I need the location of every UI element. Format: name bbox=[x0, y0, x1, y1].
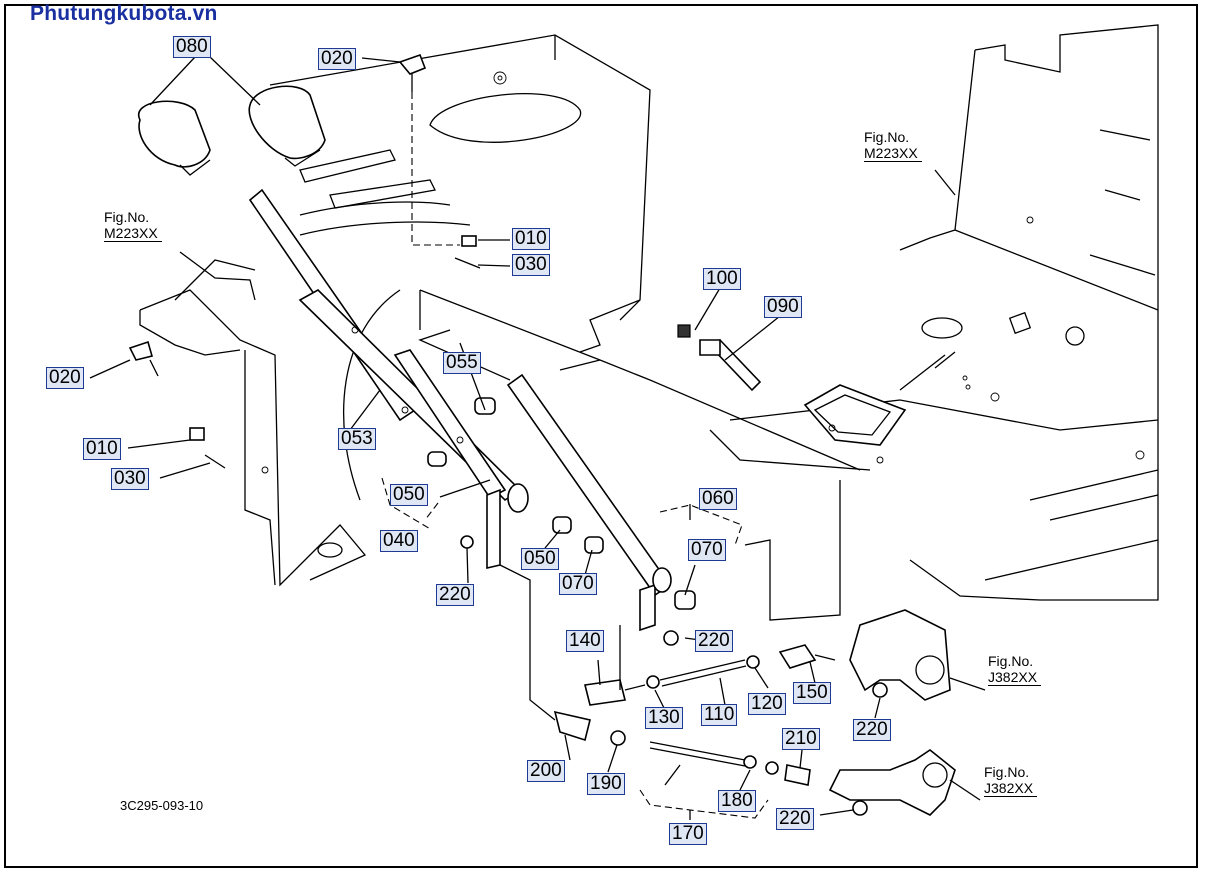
callout-060[interactable]: 060 bbox=[699, 488, 737, 510]
console-housing-drawing bbox=[139, 34, 861, 621]
callout-070[interactable]: 070 bbox=[559, 573, 597, 595]
site-watermark: Phutungkubota.vn bbox=[30, 2, 218, 25]
fig-ref-top-right[interactable]: Fig.No. M223XX bbox=[864, 129, 922, 162]
fig-ref-label: Fig.No. bbox=[988, 653, 1034, 669]
callout-220[interactable]: 220 bbox=[436, 584, 474, 606]
callout-090[interactable]: 090 bbox=[764, 296, 802, 318]
callout-220[interactable]: 220 bbox=[853, 719, 891, 741]
chassis-frame-drawing bbox=[709, 24, 1159, 601]
fig-ref-label: Fig.No. bbox=[984, 764, 1030, 780]
diagram-frame bbox=[4, 4, 1198, 868]
callout-050[interactable]: 050 bbox=[521, 548, 559, 570]
callout-020[interactable]: 020 bbox=[318, 48, 356, 70]
callout-030[interactable]: 030 bbox=[111, 468, 149, 490]
fig-ref-left[interactable]: Fig.No. M223XX bbox=[104, 209, 162, 242]
callout-210[interactable]: 210 bbox=[782, 728, 820, 750]
callout-140[interactable]: 140 bbox=[566, 630, 604, 652]
fig-ref-code: M223XX bbox=[104, 225, 162, 242]
fig-ref-code: J382XX bbox=[988, 669, 1042, 686]
callout-010[interactable]: 010 bbox=[512, 228, 550, 250]
callout-220[interactable]: 220 bbox=[695, 630, 733, 652]
fig-ref-code: J382XX bbox=[984, 780, 1038, 797]
fig-ref-right-1[interactable]: Fig.No. J382XX bbox=[988, 653, 1042, 686]
fig-ref-right-2[interactable]: Fig.No. J382XX bbox=[984, 764, 1038, 797]
callout-010[interactable]: 010 bbox=[83, 438, 121, 460]
callout-020[interactable]: 020 bbox=[46, 367, 84, 389]
callout-070[interactable]: 070 bbox=[688, 539, 726, 561]
callout-053[interactable]: 053 bbox=[338, 428, 376, 450]
linkage-rods-drawing bbox=[460, 535, 956, 816]
callout-200[interactable]: 200 bbox=[527, 760, 565, 782]
fig-ref-label: Fig.No. bbox=[864, 129, 910, 145]
callout-150[interactable]: 150 bbox=[793, 682, 831, 704]
callout-120[interactable]: 120 bbox=[748, 693, 786, 715]
callout-055[interactable]: 055 bbox=[443, 352, 481, 374]
fig-ref-label: Fig.No. bbox=[104, 209, 150, 225]
callout-030[interactable]: 030 bbox=[512, 254, 550, 276]
lever-parts-drawing bbox=[128, 53, 762, 632]
callout-130[interactable]: 130 bbox=[645, 707, 683, 729]
callout-190[interactable]: 190 bbox=[587, 773, 625, 795]
callout-040[interactable]: 040 bbox=[380, 530, 418, 552]
callout-100[interactable]: 100 bbox=[703, 268, 741, 290]
fig-ref-code: M223XX bbox=[864, 145, 922, 162]
diagram-code: 3C295-093-10 bbox=[120, 798, 204, 813]
callout-180[interactable]: 180 bbox=[718, 790, 756, 812]
callout-080[interactable]: 080 bbox=[173, 36, 211, 58]
callout-220[interactable]: 220 bbox=[776, 808, 814, 830]
callout-050[interactable]: 050 bbox=[390, 484, 428, 506]
callout-110[interactable]: 110 bbox=[701, 704, 738, 726]
callout-170[interactable]: 170 bbox=[669, 823, 707, 845]
